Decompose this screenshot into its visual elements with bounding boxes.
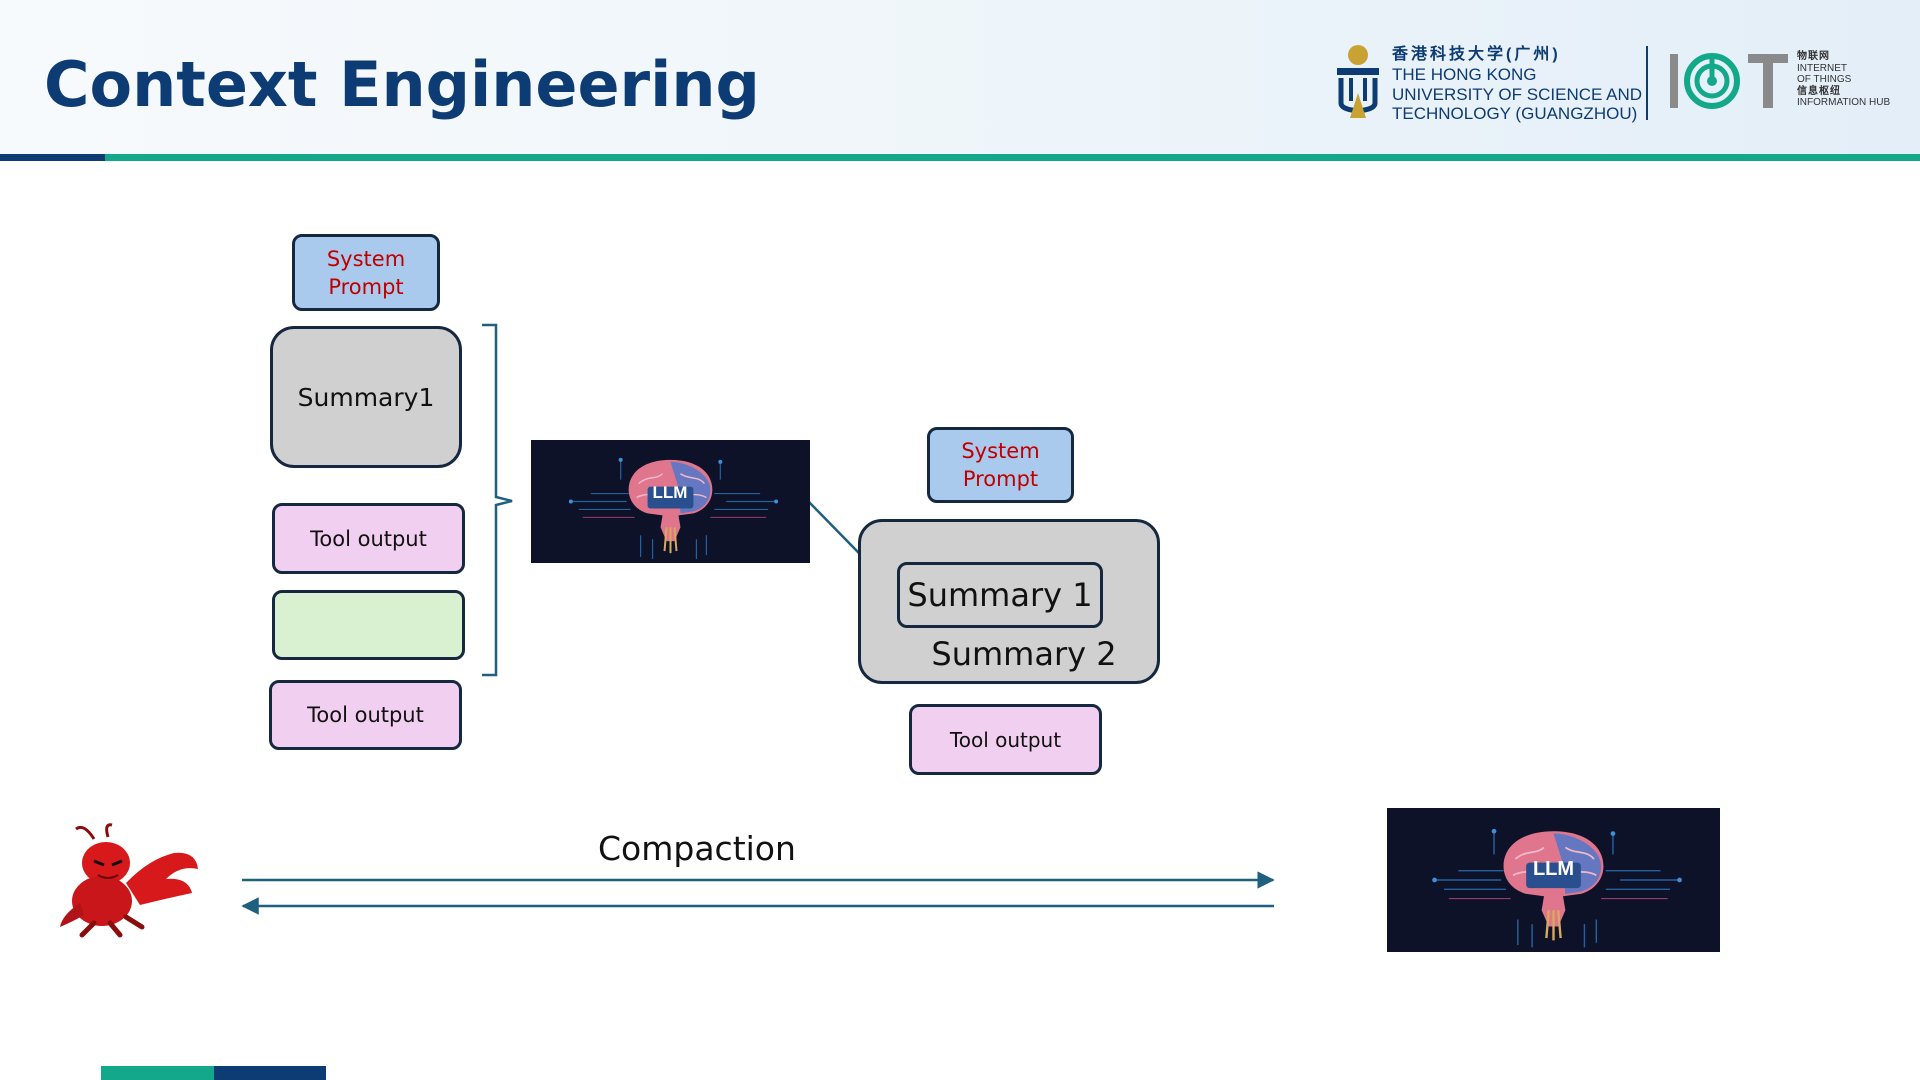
hkust-name-en-3: TECHNOLOGY (GUANGZHOU) (1392, 104, 1638, 123)
system-prompt-line-2: Prompt (962, 467, 1039, 491)
new-message-box (272, 590, 465, 660)
hkust-emblem-icon (1337, 45, 1379, 118)
logo-divider (1646, 46, 1648, 120)
hkust-name-en-2: UNIVERSITY OF SCIENCE AND (1392, 84, 1643, 104)
system-prompt-line-1: System (961, 439, 1040, 463)
hkust-name-en-1: THE HONG KONG (1392, 65, 1537, 84)
iot-name-en-2: OF THINGS (1797, 74, 1852, 85)
llm-label: LLM (1532, 858, 1575, 880)
tool-output-label: Tool output (307, 703, 424, 727)
compaction-label: Compaction (598, 829, 796, 868)
lobster-mascot-icon (60, 823, 198, 938)
institution-logo: 香港科技大学(广州) THE HONG KONG UNIVERSITY OF S… (1330, 40, 1890, 124)
iot-logo-icon (1670, 53, 1788, 109)
iot-name-en-1: INTERNET (1797, 62, 1847, 74)
iot-name-cn-2: 信息枢纽 (1797, 85, 1841, 97)
footer-accent-teal (101, 1066, 214, 1080)
header-rule (105, 154, 1920, 161)
tool-output-box: Tool output (269, 680, 462, 750)
system-prompt-line-1: System (326, 246, 406, 271)
header-rule-accent (0, 154, 105, 161)
llm-image: LLM (1387, 808, 1720, 952)
tool-output-label: Tool output (949, 727, 1062, 752)
summary-2-label: Summary 2 (931, 635, 1117, 673)
tool-output-box: Tool output (909, 704, 1102, 775)
footer-accent-dark (214, 1066, 326, 1080)
llm-image: LLM (531, 440, 810, 563)
hkust-name: 香港科技大学(广州) THE HONG KONG UNIVERSITY OF S… (1392, 45, 1642, 124)
summary-1-box: Summary 1 (897, 562, 1103, 628)
iot-name-cn-1: 物联网 (1797, 51, 1830, 62)
system-prompt-box: System Prompt (292, 234, 440, 311)
slide-title: Context Engineering (44, 48, 760, 121)
slide-header (0, 0, 1920, 154)
iot-hub-name: 物联网 INTERNET OF THINGS 信息枢纽 INFORMATION … (1797, 51, 1890, 109)
context-brace (482, 323, 513, 677)
summary-box: Summary1 (270, 326, 462, 468)
tool-output-label: Tool output (310, 526, 427, 551)
tool-output-box: Tool output (272, 503, 465, 574)
system-prompt-line-2: Prompt (328, 274, 404, 299)
system-prompt-box: System Prompt (927, 427, 1074, 503)
summary-1-label: Summary 1 (907, 576, 1093, 614)
hkust-name-cn: 香港科技大学(广州) (1392, 46, 1561, 63)
llm-label: LLM (652, 483, 688, 502)
summary-label: Summary1 (297, 382, 435, 412)
iot-name-en-3: INFORMATION HUB (1797, 97, 1891, 108)
